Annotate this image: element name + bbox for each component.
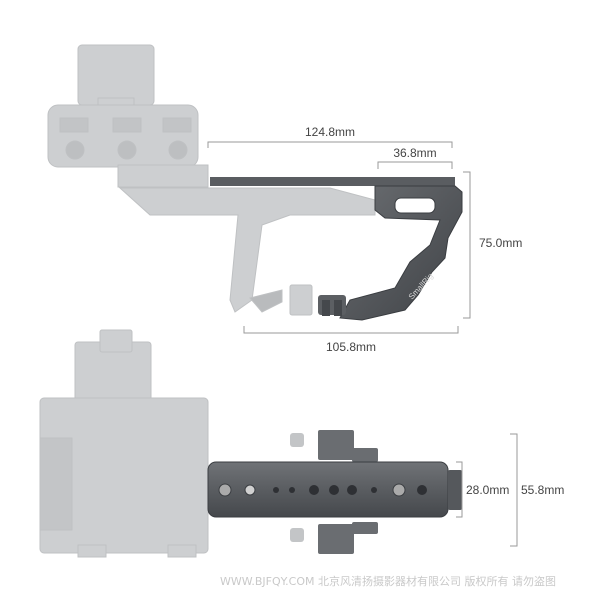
mounting-plate-top — [207, 461, 462, 518]
camera-body-silhouette — [39, 329, 209, 558]
side-view: SmallRig 124.8mm 36.8mm 75.0mm 105.8mm — [47, 44, 522, 354]
plate-hole — [289, 487, 295, 493]
dim-label-height: 75.0mm — [479, 236, 522, 250]
plate-hole — [329, 485, 339, 495]
plate-hole — [244, 484, 256, 496]
dimension-plate-width: 28.0mm — [456, 461, 509, 518]
plate-hole — [347, 485, 357, 495]
plate-hole — [371, 487, 377, 493]
plate-hole — [273, 487, 279, 493]
watermark-text: WWW.BJFQY.COM 北京风清扬摄影器材有限公司 版权所有 请勿盗图 — [220, 574, 556, 588]
dimension-height: 75.0mm — [463, 171, 522, 319]
plate-screw-left — [218, 483, 232, 497]
dim-label-partial-width: 36.8mm — [393, 146, 436, 160]
dimension-reach: 105.8mm — [243, 326, 459, 354]
dim-label-reach: 105.8mm — [326, 340, 376, 354]
dimension-overall-width: 124.8mm — [207, 125, 453, 148]
clamp-assembly — [290, 430, 378, 554]
dimension-total-plate-width: 55.8mm — [510, 433, 564, 547]
plate-hole — [309, 485, 319, 495]
dim-label-plate-width: 28.0mm — [466, 483, 509, 497]
plate-screw-right — [392, 483, 406, 497]
camera-handle-silhouette — [47, 44, 376, 316]
plate-hole — [417, 485, 427, 495]
dimension-partial-width: 36.8mm — [377, 146, 453, 169]
dim-label-overall-width: 124.8mm — [305, 125, 355, 139]
dim-label-total-plate-width: 55.8mm — [521, 483, 564, 497]
top-down-view: 28.0mm 55.8mm — [39, 329, 564, 558]
